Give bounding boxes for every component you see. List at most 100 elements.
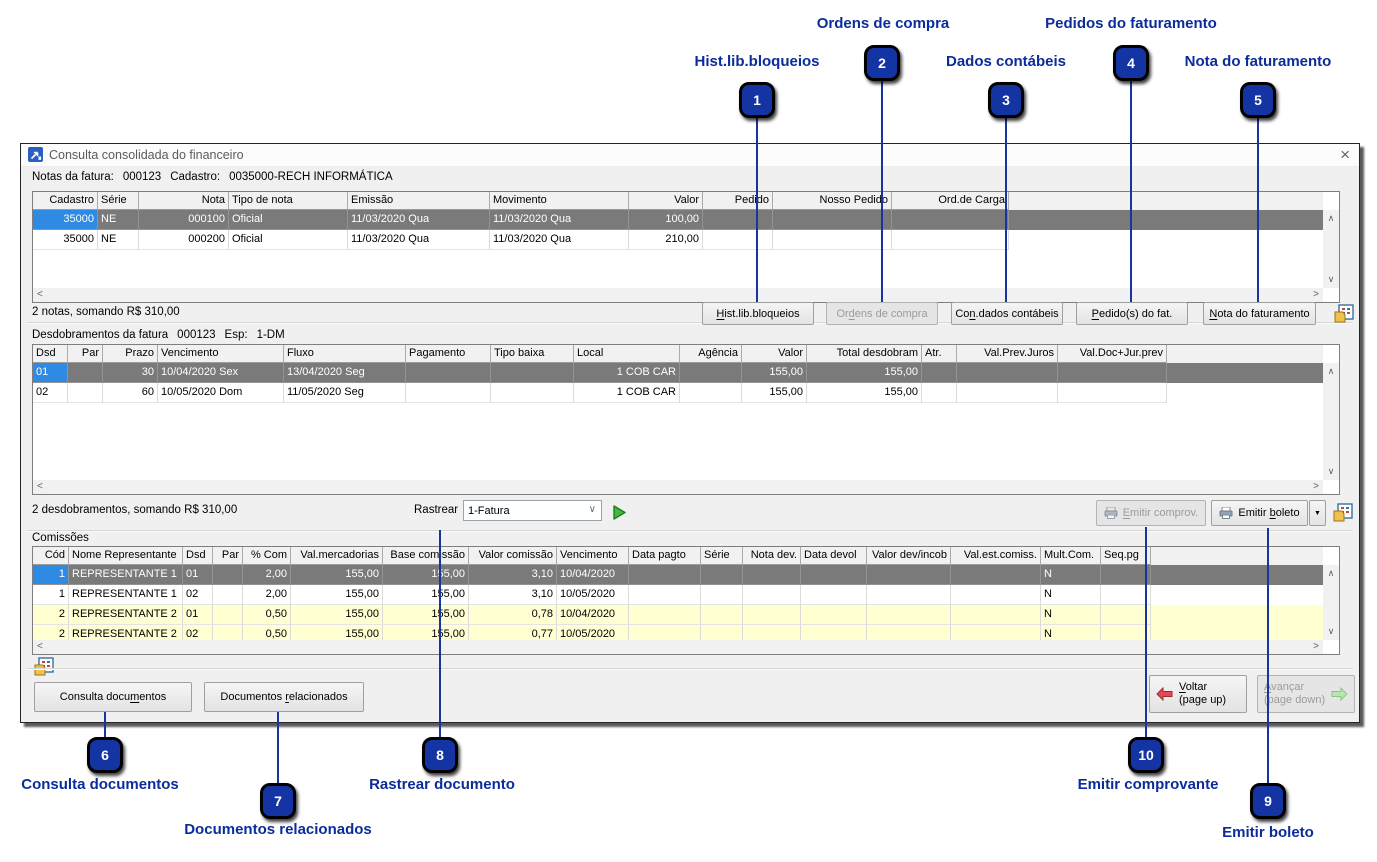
emitir-boleto-menu-button[interactable]: ▼ — [1309, 500, 1326, 526]
voltar-button[interactable]: Voltar (page up) — [1149, 675, 1247, 713]
table-cell: 0,50 — [243, 605, 291, 625]
rastrear-combobox-value: 1-Fatura — [468, 504, 510, 517]
comissoes-horizontal-scrollbar[interactable]: < > — [33, 640, 1323, 654]
con-dados-contabeis-button[interactable]: Con.dados contábeis — [951, 302, 1063, 325]
printer-icon — [1104, 507, 1118, 519]
desdobr-horizontal-scrollbar[interactable]: < > — [33, 480, 1323, 494]
callout-badge-1: 1 — [739, 82, 775, 118]
scroll-up-icon[interactable]: ∧ — [1327, 213, 1335, 223]
desdobr-vertical-scrollbar[interactable]: ∧ ∨ — [1323, 363, 1339, 480]
comissoes-vertical-scrollbar[interactable]: ∧ ∨ — [1323, 565, 1339, 640]
scroll-right-icon[interactable]: > — [1313, 289, 1319, 300]
scroll-down-icon[interactable]: ∨ — [1327, 466, 1335, 476]
print-report-icon[interactable] — [1333, 303, 1354, 324]
callout-badge-4: 4 — [1113, 45, 1149, 81]
table-cell — [773, 230, 892, 250]
table-cell: 10/04/2020 — [557, 565, 629, 585]
callout-badge-9: 9 — [1250, 783, 1286, 819]
column-header: Cadastro — [33, 192, 98, 210]
column-header: Mult.Com. — [1041, 547, 1101, 565]
table-cell: 155,00 — [742, 363, 807, 383]
column-header: Valor comissão — [469, 547, 557, 565]
title-bar[interactable]: Consulta consolidada do financeiro × — [21, 144, 1359, 167]
column-header: Movimento — [490, 192, 629, 210]
column-header: Série — [98, 192, 139, 210]
column-header: Tipo baixa — [491, 345, 574, 363]
divider — [27, 668, 1353, 670]
rastrear-combobox[interactable]: 1-Fatura ∨ — [463, 500, 602, 521]
nota-do-faturamento-button[interactable]: Nota do faturamento — [1203, 302, 1316, 325]
documentos-relacionados-button[interactable]: Documentos relacionados — [204, 682, 364, 712]
column-header: Seq.pg — [1101, 547, 1151, 565]
table-cell: 3,10 — [469, 585, 557, 605]
table-cell: 0,77 — [469, 625, 557, 640]
table-cell: 02 — [183, 625, 213, 640]
scroll-left-icon[interactable]: < — [37, 641, 43, 652]
table-cell: 155,00 — [807, 383, 922, 403]
play-icon[interactable] — [609, 502, 630, 523]
close-icon[interactable]: × — [1340, 145, 1350, 164]
table-cell — [703, 230, 773, 250]
table-cell: 1 — [33, 565, 69, 585]
table-cell: 2,00 — [243, 565, 291, 585]
callout-badge-3: 3 — [988, 82, 1024, 118]
scroll-right-icon[interactable]: > — [1313, 641, 1319, 652]
notas-vertical-scrollbar[interactable]: ∧ ∨ — [1323, 210, 1339, 288]
chevron-down-icon[interactable]: ∨ — [588, 504, 596, 515]
column-header: Valor — [742, 345, 807, 363]
table-cell: 100,00 — [629, 210, 703, 230]
callout-line-4 — [1130, 81, 1132, 302]
scroll-left-icon[interactable]: < — [37, 481, 43, 492]
table-cell: 35000 — [33, 210, 98, 230]
scroll-down-icon[interactable]: ∨ — [1327, 626, 1335, 636]
forward-arrow-icon — [1331, 687, 1348, 701]
table-cell — [801, 565, 867, 585]
scroll-left-icon[interactable]: < — [37, 289, 43, 300]
table-cell: REPRESENTANTE 1 — [69, 585, 183, 605]
table-cell: N — [1041, 565, 1101, 585]
table-cell: 01 — [33, 363, 68, 383]
table-cell: 13/04/2020 Seg — [284, 363, 406, 383]
pedidos-do-fat-button[interactable]: Pedido(s) do fat. — [1076, 302, 1188, 325]
printer-icon — [1219, 507, 1233, 519]
table-cell — [773, 210, 892, 230]
table-cell: REPRESENTANTE 1 — [69, 565, 183, 585]
table-cell — [867, 625, 951, 640]
scroll-up-icon[interactable]: ∧ — [1327, 568, 1335, 578]
callout-badge-7: 7 — [260, 783, 296, 819]
scroll-right-icon[interactable]: > — [1313, 481, 1319, 492]
print-report-icon[interactable] — [1332, 502, 1353, 523]
hist-lib-bloqueios-button[interactable]: Hist.lib.bloqueios — [702, 302, 814, 325]
table-cell: REPRESENTANTE 2 — [69, 605, 183, 625]
table-cell: 11/03/2020 Qua — [490, 230, 629, 250]
table-cell — [892, 210, 1009, 230]
scroll-up-icon[interactable]: ∧ — [1327, 366, 1335, 376]
table-cell — [743, 625, 801, 640]
consulta-documentos-button[interactable]: Consulta documentos — [34, 682, 192, 712]
table-cell: 000100 — [139, 210, 229, 230]
table-cell: 1 COB CAR — [574, 363, 680, 383]
column-header: Vencimento — [557, 547, 629, 565]
notas-summary: 2 notas, somando R$ 310,00 — [32, 306, 180, 318]
scroll-down-icon[interactable]: ∨ — [1327, 274, 1335, 284]
callout-line-10 — [1145, 527, 1147, 737]
column-header: Base comissão — [383, 547, 469, 565]
print-report-icon[interactable] — [33, 656, 54, 677]
callout-line-9 — [1267, 528, 1269, 783]
callout-badge-2: 2 — [864, 45, 900, 81]
table-cell: 1 COB CAR — [574, 383, 680, 403]
table-cell: 2 — [33, 625, 69, 640]
emitir-boleto-button[interactable]: Emitir boleto — [1211, 500, 1308, 526]
notas-horizontal-scrollbar[interactable]: < > — [33, 288, 1323, 302]
